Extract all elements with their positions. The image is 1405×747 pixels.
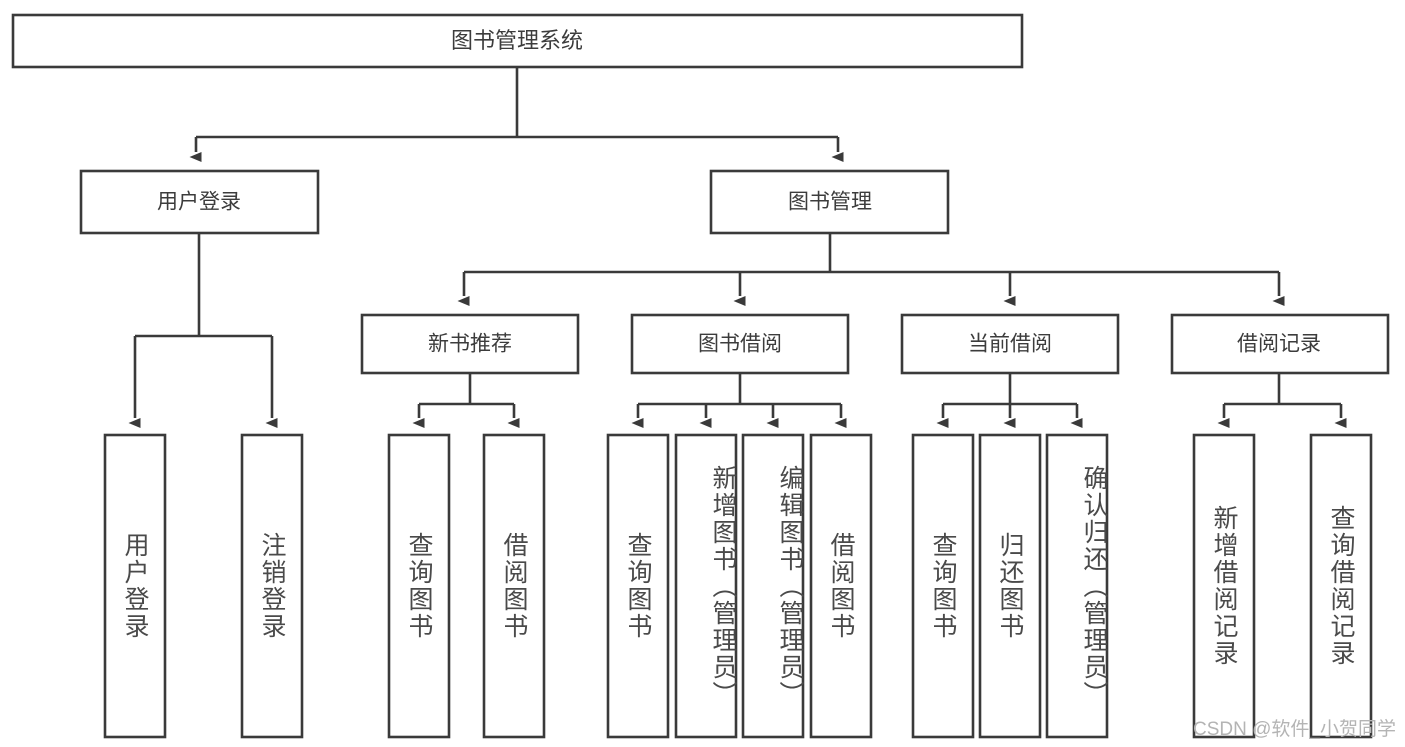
csdn-watermark: CSDN @软件_小贺同学 — [1193, 719, 1396, 740]
connector-borrowrecord-to-leaves — [1217, 373, 1347, 428]
connector-bookborrow-to-leaves — [631, 373, 847, 428]
node-root[interactable]: 图书管理系统 — [11, 13, 1024, 69]
connector-root-to-level1 — [189, 68, 844, 162]
node-current-borrow-label: 当前借阅 — [968, 333, 1052, 356]
node-leaf-query-record[interactable] — [1309, 433, 1373, 739]
node-leaf-edit-book[interactable] — [741, 433, 805, 739]
node-leaf-return-book[interactable] — [978, 433, 1042, 739]
node-book-manage[interactable]: 图书管理 — [709, 169, 950, 235]
node-new-book-rec[interactable]: 新书推荐 — [360, 313, 580, 375]
node-leaf-logout[interactable] — [240, 433, 304, 739]
node-leaf-confirm-return[interactable] — [1045, 433, 1109, 739]
node-leaf-query-book-2[interactable] — [606, 433, 670, 739]
connector-currentborrow-to-leaves — [936, 373, 1083, 428]
node-leaf-borrow-book-1[interactable] — [482, 433, 546, 739]
node-leaf-borrow-book-2[interactable] — [809, 433, 873, 739]
node-leaf-add-book[interactable] — [674, 433, 738, 739]
node-leaf-user-login[interactable] — [103, 433, 167, 739]
node-user-login-label: 用户登录 — [157, 191, 241, 214]
node-user-login[interactable]: 用户登录 — [79, 169, 320, 235]
node-leaf-query-book-1[interactable] — [387, 433, 451, 739]
node-current-borrow[interactable]: 当前借阅 — [900, 313, 1120, 375]
node-leaf-add-record[interactable] — [1192, 433, 1256, 739]
connector-newbook-to-leaves — [412, 373, 520, 428]
node-leaf-query-book-3[interactable] — [911, 433, 975, 739]
node-borrow-record-label: 借阅记录 — [1237, 333, 1321, 356]
connector-bookmanage-to-level2 — [457, 233, 1285, 306]
node-new-book-rec-label: 新书推荐 — [428, 333, 512, 356]
node-book-manage-label: 图书管理 — [788, 191, 872, 214]
node-root-label: 图书管理系统 — [451, 28, 583, 53]
connector-userlogin-to-leaves — [128, 233, 278, 428]
node-book-borrow-label: 图书借阅 — [698, 333, 782, 356]
node-borrow-record[interactable]: 借阅记录 — [1170, 313, 1390, 375]
node-book-borrow[interactable]: 图书借阅 — [630, 313, 850, 375]
